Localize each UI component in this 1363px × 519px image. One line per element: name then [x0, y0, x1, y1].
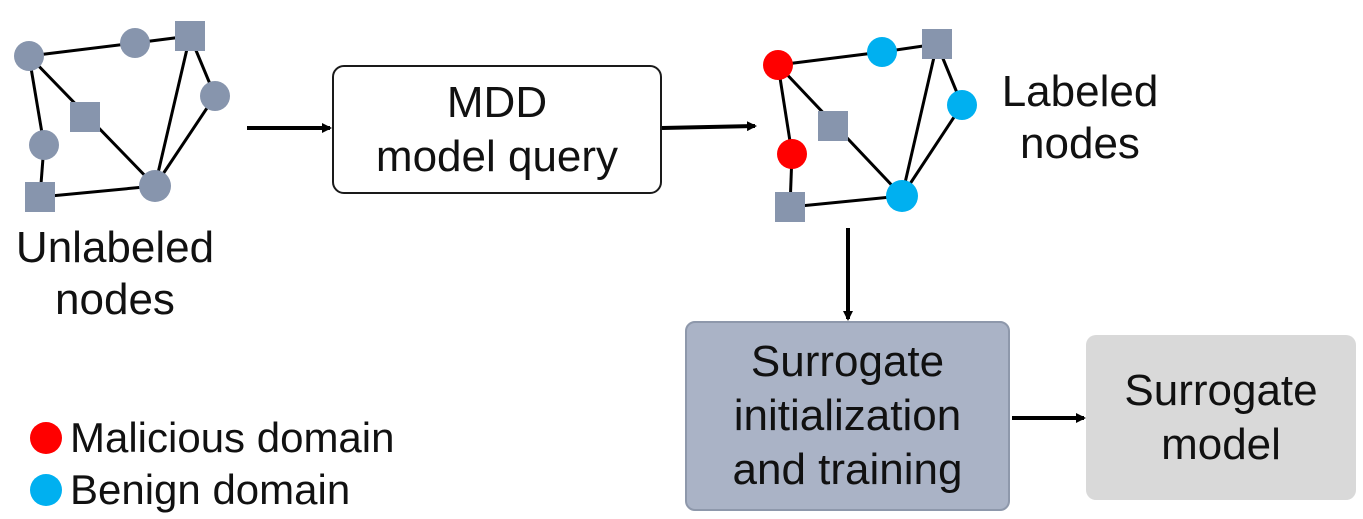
unlabeled-nodes: [14, 21, 230, 212]
unlabeled-node: [25, 182, 55, 212]
malicious-node: [763, 50, 793, 80]
benign-node: [867, 37, 897, 67]
unlabeled-node: [139, 170, 171, 202]
unlabeled-caption-line: nodes: [55, 274, 175, 324]
legend-malicious-label: Malicious domain: [70, 414, 395, 461]
unlabeled-graph: [27, 34, 217, 199]
unlabeled-node: [120, 28, 150, 58]
malicious-node: [777, 139, 807, 169]
benign-node: [947, 90, 977, 120]
legend-benign: Benign domain: [30, 466, 350, 514]
legend-benign-label: Benign domain: [70, 466, 351, 513]
malicious-dot-icon: [30, 422, 62, 454]
unlabeled-node: [14, 41, 44, 71]
unlabeled-caption-line: Unlabeled: [15, 223, 215, 272]
surrogate-model-box: Surrogate model: [1086, 335, 1356, 500]
surrogate-init-box: Surrogate initialization and training: [685, 321, 1010, 511]
unlabeled-node: [29, 130, 59, 160]
model-box-line: model: [1161, 419, 1281, 469]
query-box-line: model query: [375, 131, 619, 181]
benign-node: [886, 180, 918, 212]
init-box-line: Surrogate: [750, 337, 945, 387]
labeled-nodes: [763, 29, 977, 222]
init-box-line: and training: [732, 444, 963, 494]
query-box-line: MDD: [446, 77, 548, 127]
labeled-graph: [776, 42, 964, 209]
init-box-line: initialization: [733, 391, 962, 441]
unlabeled-node: [70, 102, 100, 132]
labeled-caption-line: nodes: [1020, 118, 1140, 168]
labeled-caption-line: Labeled: [1001, 67, 1159, 116]
labeled-caption: Labeled nodes: [980, 66, 1180, 170]
unlabeled-node: [922, 29, 952, 59]
unlabeled-node: [818, 111, 848, 141]
unlabeled-caption: Unlabeled nodes: [0, 222, 230, 326]
model-box-line: Surrogate: [1124, 365, 1318, 415]
unlabeled-node: [200, 81, 230, 111]
mdd-query-box: MDD model query: [332, 65, 662, 194]
unlabeled-node: [775, 192, 805, 222]
unlabeled-node: [175, 21, 205, 51]
legend-malicious: Malicious domain: [30, 414, 394, 462]
arrow-to-labeled: [661, 121, 757, 132]
benign-dot-icon: [30, 474, 62, 506]
